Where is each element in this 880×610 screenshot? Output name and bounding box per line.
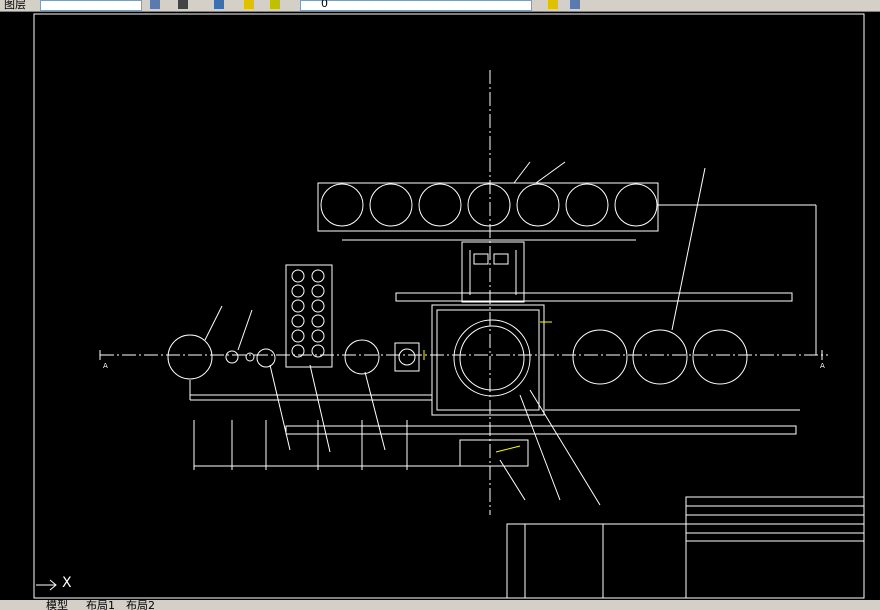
title-block [685, 496, 865, 599]
properties-icon[interactable] [270, 0, 280, 9]
view-value: 0 [321, 0, 328, 10]
upper-rail [395, 292, 793, 302]
right-tank-1 [572, 329, 628, 385]
layer-icon[interactable] [150, 0, 160, 9]
ucs-x-label: X [62, 575, 72, 591]
left-tank [167, 334, 213, 380]
valve-box [394, 342, 420, 372]
section-mark-left: A [103, 362, 108, 370]
tab-model[interactable]: 模型 [46, 600, 68, 610]
section-mark-right: A [820, 362, 825, 370]
layout-tabs: 模型 布局1 布局2 [0, 600, 880, 610]
corridor [461, 241, 525, 303]
sheet-border [33, 13, 865, 599]
layer-state-icon[interactable] [548, 0, 558, 9]
tab-layout2[interactable]: 布局2 [126, 600, 155, 610]
top-tanks [320, 183, 658, 227]
drawing-canvas[interactable]: A A [0, 12, 880, 600]
main-vessel [453, 319, 531, 397]
lower-rail [285, 425, 797, 435]
save-icon[interactable] [178, 0, 188, 9]
tab-layout1[interactable]: 布局1 [86, 600, 115, 610]
toolbar: 图层 0 [0, 0, 880, 12]
view-icon[interactable] [214, 0, 224, 9]
parts-list [506, 523, 687, 599]
layer-prev-icon[interactable] [570, 0, 580, 9]
layer-label: 图层 [4, 0, 26, 11]
filter-rack-cells [291, 269, 325, 358]
main-chamber [431, 304, 545, 416]
vertical-scrollbar[interactable] [866, 12, 880, 600]
feeder [459, 439, 529, 467]
highlight-marks [423, 321, 552, 453]
light-icon[interactable] [244, 0, 254, 9]
right-tank-2 [632, 329, 688, 385]
view-combo[interactable]: 0 [300, 0, 532, 11]
layer-combo[interactable] [40, 0, 142, 11]
pump [344, 339, 380, 375]
right-tank-3 [692, 329, 748, 385]
top-tank-frame [317, 182, 659, 232]
ucs-icon [36, 579, 57, 591]
filter-rack [285, 264, 333, 368]
